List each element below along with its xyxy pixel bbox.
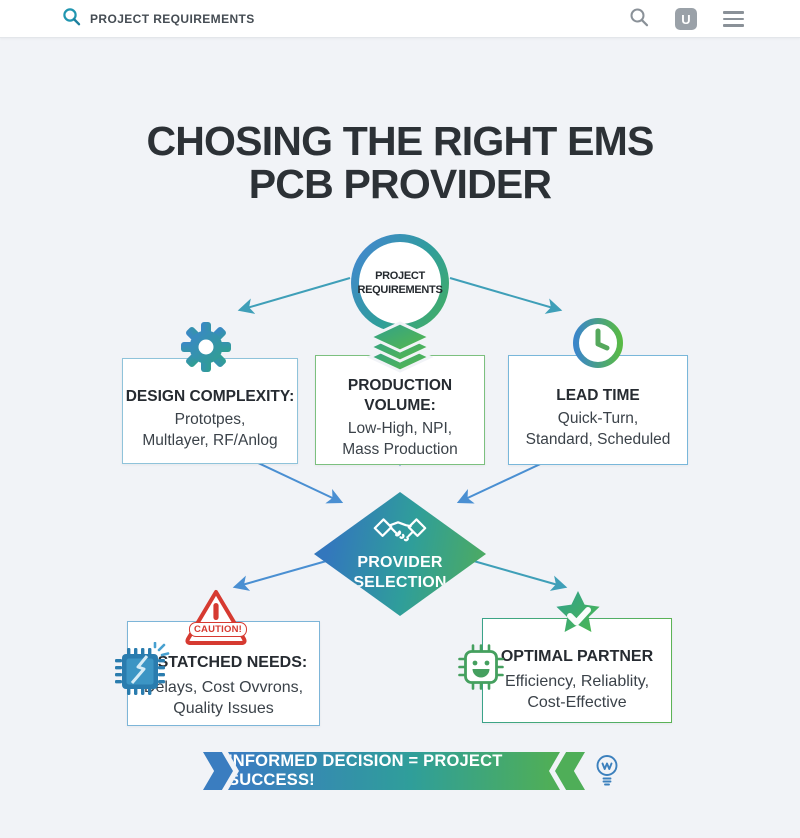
node-project-requirements: PROJECT REQUIREMENTS — [351, 234, 449, 332]
handshake-icon — [369, 515, 431, 549]
ribbon-tail-right — [555, 752, 585, 790]
topbar: PROJECT REQUIREMENTS U — [0, 0, 800, 38]
topbar-search-area[interactable]: PROJECT REQUIREMENTS — [62, 0, 255, 38]
ribbon-tail-left — [203, 752, 233, 790]
search-icon[interactable] — [62, 7, 81, 31]
page-title: CHOSING THE RIGHT EMS PCB PROVIDER — [146, 118, 654, 208]
node-provider-selection: PROVIDER SELECTION — [314, 492, 486, 616]
menu-icon[interactable] — [723, 11, 744, 27]
lightbulb-icon — [593, 754, 621, 788]
gear-icon — [178, 319, 234, 375]
caution-icon: CAUTION! — [183, 588, 253, 652]
success-banner: INFORMED DECISION = PROJECT SUCCESS! — [228, 752, 560, 790]
box-optimal-partner: OPTIMAL PARTNER Efficiency, Reliablity, … — [482, 618, 672, 723]
happy-chip-icon — [458, 644, 504, 690]
search-icon[interactable] — [629, 7, 649, 32]
broken-chip-icon — [114, 641, 172, 696]
search-query-text[interactable]: PROJECT REQUIREMENTS — [90, 12, 255, 26]
infographic-canvas: CHOSING THE RIGHT EMS PCB PROVIDER PROJE… — [0, 38, 800, 800]
star-check-icon — [551, 589, 605, 643]
layers-icon — [366, 321, 434, 375]
app-window: PROJECT REQUIREMENTS U — [0, 0, 800, 800]
caution-badge: CAUTION! — [188, 622, 248, 637]
user-badge[interactable]: U — [675, 8, 697, 30]
clock-icon — [571, 316, 625, 370]
box-lead-time: LEAD TIME Quick-Turn, Standard, Schedule… — [508, 355, 688, 465]
box-production-volume: PRODUCTION VOLUME: Low-High, NPI, Mass P… — [315, 355, 485, 465]
